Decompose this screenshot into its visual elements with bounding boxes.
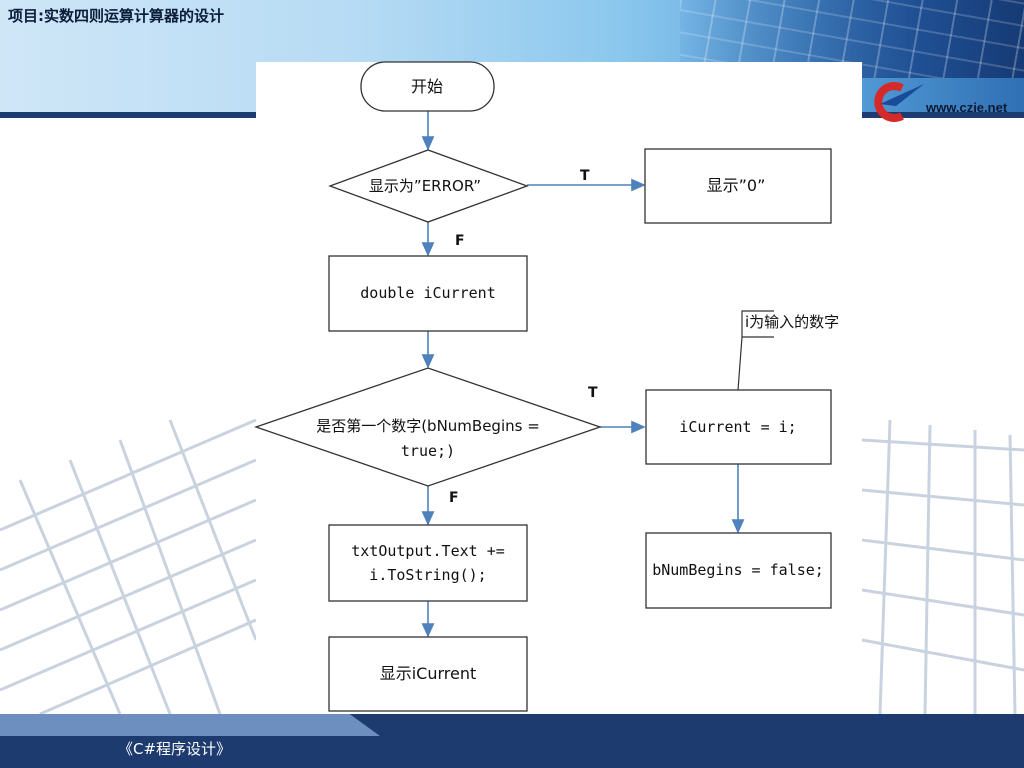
decision-error-label: 显示为”ERROR” — [369, 177, 481, 195]
label-false-2: F — [449, 490, 459, 506]
show-box — [328, 636, 528, 712]
label-true-2: T — [588, 385, 598, 401]
decorative-grid — [0, 418, 1024, 714]
label-true-1: T — [580, 168, 590, 184]
start-terminator — [360, 61, 495, 112]
course-name: 《C#程序设计》 — [118, 740, 232, 758]
decision-first-digit-line2: true;) — [401, 442, 455, 460]
declare-label: double iCurrent — [360, 284, 495, 302]
site-url: www.czie.net — [926, 100, 1008, 115]
display-zero-label: 显示”0” — [707, 176, 766, 195]
assign-box — [645, 389, 832, 465]
decision-error — [328, 149, 529, 223]
setflag-box — [645, 532, 832, 609]
note-bracket — [737, 310, 774, 391]
decision-first-digit-line1: 是否第一个数字(bNumBegins = — [316, 417, 540, 435]
assign-label: iCurrent = i; — [679, 418, 796, 436]
display-zero-box — [644, 148, 832, 224]
label-false-1: F — [455, 233, 465, 249]
start-label: 开始 — [411, 77, 443, 96]
czie-logo-icon — [874, 82, 924, 122]
footer-tab — [0, 714, 380, 736]
note-label: i为输入的数字 — [745, 313, 839, 331]
show-label: 显示iCurrent — [380, 664, 477, 683]
setflag-label: bNumBegins = false; — [652, 561, 824, 579]
append-box — [328, 524, 528, 602]
project-title: 项目:实数四则运算计算器的设计 — [8, 7, 225, 25]
append-line1: txtOutput.Text += — [351, 542, 505, 560]
declare-box — [328, 255, 528, 332]
append-line2: i.ToString(); — [369, 566, 486, 584]
decision-first-digit — [253, 367, 603, 487]
